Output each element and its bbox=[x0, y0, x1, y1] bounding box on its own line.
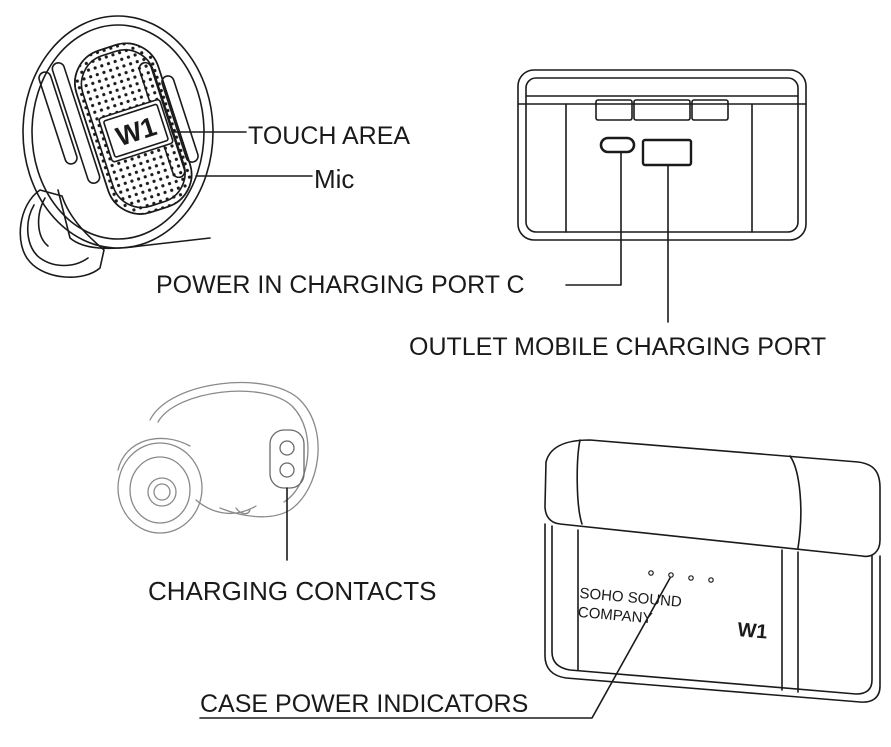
case-power-indicators-label: CASE POWER INDICATORS bbox=[200, 690, 529, 718]
case-front-body bbox=[517, 69, 807, 241]
case-lid bbox=[544, 439, 881, 558]
usb-c-port bbox=[599, 136, 636, 154]
earbud-back-body bbox=[149, 382, 319, 518]
usb-a-outlet-port bbox=[641, 138, 693, 167]
w1-logo-badge: W1 bbox=[98, 98, 174, 163]
earbud-stem bbox=[57, 189, 211, 250]
case-brand-line2: COMPANY bbox=[577, 604, 653, 627]
case-body bbox=[544, 523, 881, 703]
earbud-back-illustration bbox=[117, 382, 319, 561]
case-model-label: W1 bbox=[737, 619, 769, 644]
touch-area-label: TOUCH AREA bbox=[248, 122, 411, 150]
earbud-back-tip bbox=[117, 437, 203, 534]
power-in-port-label: POWER IN CHARGING PORT C bbox=[156, 271, 525, 299]
case-perspective-illustration: SOHO SOUND COMPANY W1 bbox=[199, 439, 881, 719]
power-in-leader bbox=[565, 151, 622, 286]
case-front-illustration bbox=[517, 69, 807, 323]
mic-label: Mic bbox=[314, 164, 355, 194]
case-led-indicators bbox=[648, 570, 714, 583]
case-indicators-leader bbox=[199, 577, 671, 719]
case-branding: SOHO SOUND COMPANY bbox=[577, 585, 682, 627]
charging-contacts-label: CHARGING CONTACTS bbox=[148, 576, 437, 606]
outlet-port-label: OUTLET MOBILE CHARGING PORT bbox=[409, 333, 827, 361]
charging-contacts-pins bbox=[269, 429, 305, 489]
earbud-front-illustration: W1 bbox=[19, 15, 313, 278]
